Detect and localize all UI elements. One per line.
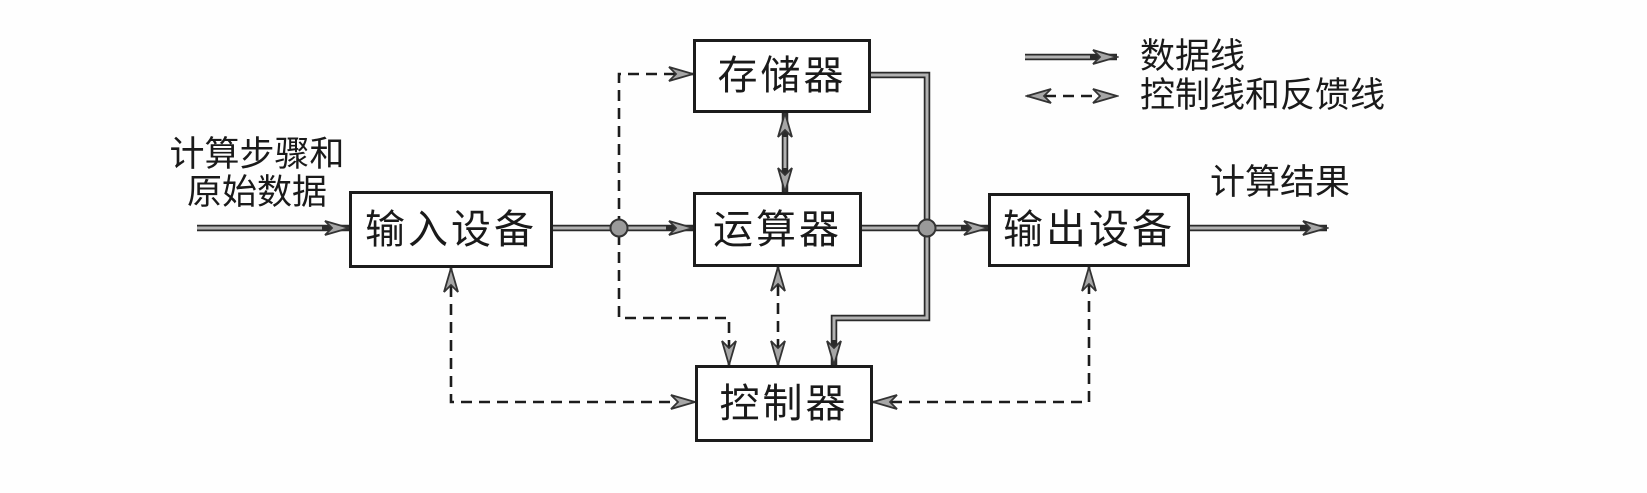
input-caption-line1: 计算步骤和 — [169, 135, 345, 174]
input-caption: 计算步骤和 原始数据 — [148, 136, 366, 212]
control-lines — [451, 74, 1089, 402]
node-controller-label: 控制器 — [719, 380, 849, 426]
junction-dot-left — [609, 218, 629, 238]
junction-dot-right — [917, 218, 937, 238]
node-controller: 控制器 — [695, 365, 873, 442]
junction-dots — [609, 218, 937, 238]
input-caption-line2: 原始数据 — [186, 173, 327, 212]
node-memory: 存储器 — [693, 39, 871, 113]
node-alu-label: 运算器 — [713, 206, 842, 252]
node-alu: 运算器 — [693, 192, 862, 267]
node-output-device-label: 输出设备 — [1003, 207, 1175, 252]
node-input-device-label: 输入设备 — [365, 206, 537, 252]
node-output-device: 输出设备 — [988, 193, 1190, 267]
edge-output-control-dashed — [873, 267, 1089, 402]
node-memory-label: 存储器 — [717, 53, 847, 98]
result-caption: 计算结果 — [1210, 163, 1351, 202]
node-input-device: 输入设备 — [349, 191, 553, 268]
legend-data-line-label: 数据线 — [1140, 37, 1246, 76]
edge-input-control-dashed — [451, 268, 695, 402]
legend-control-line-label: 控制线和反馈线 — [1140, 76, 1386, 115]
legend-arrows — [1025, 57, 1117, 96]
